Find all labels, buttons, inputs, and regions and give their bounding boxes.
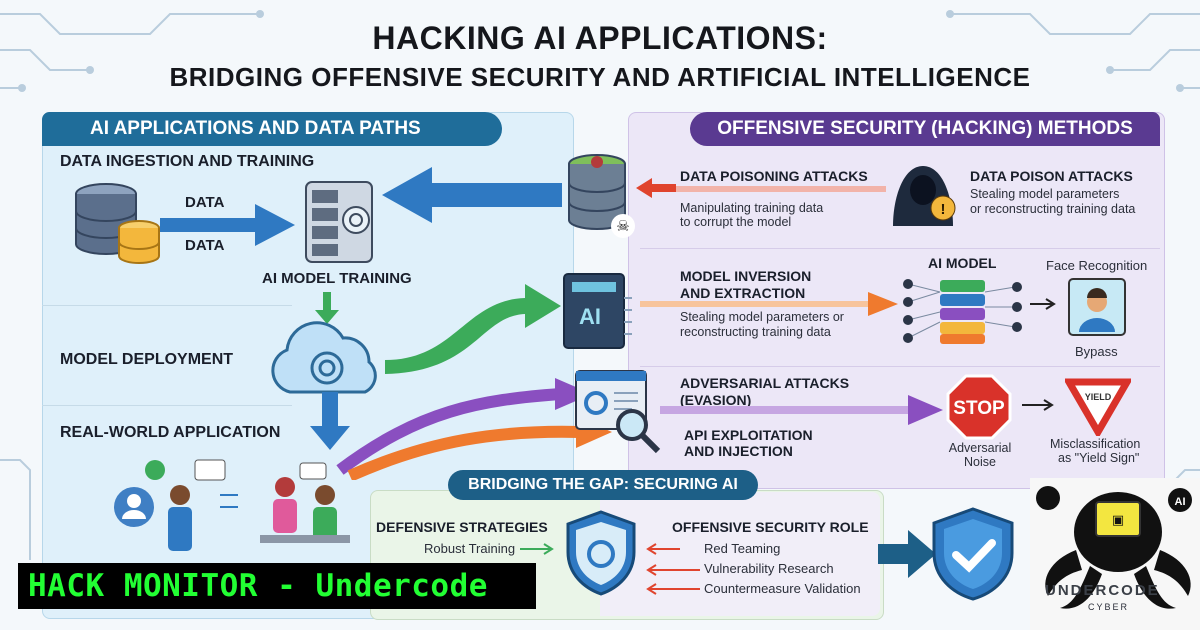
ai-model-label: AI MODEL (928, 255, 997, 271)
down-arrow-1 (315, 292, 339, 324)
inversion-arrow (640, 292, 898, 316)
offensive-arrow-1 (646, 543, 680, 555)
attack-curves (336, 378, 612, 480)
yield-sign-icon: YIELD (1065, 378, 1131, 436)
poisoned-database-icon: ☠ (568, 154, 635, 238)
offensive-item-1: Red Teaming (704, 541, 781, 556)
data-label-1: DATA (185, 194, 225, 211)
stop-sign-icon: STOP (946, 374, 1012, 440)
noise-label-2: Noise (964, 455, 996, 469)
deployment-label: MODEL DEPLOYMENT (60, 351, 234, 368)
misclassification-1: Misclassification (1050, 437, 1141, 451)
poison-return-arrow (382, 167, 562, 223)
poison-arrow-head (636, 178, 676, 198)
bottom-panel-header: BRIDGING THE GAP: SECURING AI (448, 470, 758, 500)
right-panel-header: OFFENSIVE SECURITY (HACKING) METHODS (690, 112, 1160, 146)
divider (640, 366, 1160, 367)
left-panel-header: AI APPLICATIONS AND DATA PATHS (42, 112, 502, 146)
hack-monitor-banner: HACK MONITOR - Undercode (18, 563, 536, 609)
shield-icon (566, 510, 636, 596)
undercode-logo-icon: ▣ AI (1030, 478, 1200, 630)
secure-shield-icon (932, 507, 1014, 601)
adversarial-title-2: (EVASION) (680, 392, 752, 408)
poison-side-desc-1: Stealing model parameters (970, 187, 1120, 201)
brand-name: UNDERCODE (1045, 582, 1160, 599)
data-label-2: DATA (185, 237, 225, 254)
defensive-item: Robust Training (424, 541, 516, 556)
bottom-panel-offensive (600, 492, 880, 616)
data-arrow (160, 204, 295, 246)
real-world-label: REAL-WORLD APPLICATION (60, 424, 281, 441)
divider (640, 248, 1160, 249)
page-title: HACKING AI APPLICATIONS: (372, 20, 828, 56)
adversarial-title-1: ADVERSARIAL ATTACKS (680, 375, 850, 391)
server-icon (305, 181, 373, 263)
training-label: AI MODEL TRAINING (262, 270, 412, 287)
code-inspect-icon (575, 370, 661, 454)
poison-side-desc-2: or reconstructing training data (970, 202, 1136, 216)
defensive-title: DEFENSIVE STRATEGIES (376, 519, 548, 535)
inversion-title-1: MODEL INVERSION (680, 268, 812, 284)
poisoning-title: DATA POISONING ATTACKS (680, 168, 868, 184)
poison-arrow-tail (676, 186, 886, 192)
divider (42, 305, 292, 306)
offensive-item-3: Countermeasure Validation (704, 581, 861, 596)
page-subtitle: BRIDGING OFFENSIVE SECURITY AND ARTIFICI… (169, 62, 1031, 92)
yield-arrow (1022, 399, 1054, 411)
poison-side-title: DATA POISON ATTACKS (970, 168, 1133, 184)
down-arrow-2 (310, 392, 350, 450)
database-icon (75, 183, 160, 264)
cloud-icon (271, 321, 377, 394)
inversion-desc-2: reconstructing training data (680, 325, 831, 339)
hacker-icon: ! (893, 166, 956, 226)
offensive-arrow-3 (646, 583, 700, 595)
inversion-desc-1: Stealing model parameters or (680, 310, 844, 324)
poisoning-desc-1: Manipulating training data (680, 201, 824, 215)
stop-text: STOP (953, 398, 1005, 419)
svg-text:▣: ▣ (1112, 512, 1124, 527)
face-recognition-icon (1068, 278, 1126, 336)
svg-text:☠: ☠ (616, 218, 629, 235)
api-title-1: API EXPLOITATION (684, 427, 813, 443)
poisoning-desc-2: to corrupt the model (680, 215, 792, 229)
svg-text:!: ! (941, 201, 946, 218)
svg-text:AI: AI (1175, 496, 1186, 508)
neural-network-icon (903, 279, 1022, 344)
noise-label-1: Adversarial (948, 441, 1012, 455)
offensive-arrow-2 (646, 564, 700, 576)
face-arrow (1030, 298, 1056, 310)
offensive-item-2: Vulnerability Research (704, 561, 834, 576)
ai-chip-icon: AI (563, 273, 632, 349)
secure-arrow (878, 530, 936, 578)
adversarial-arrow (660, 395, 943, 425)
offensive-title: OFFENSIVE SECURITY ROLE (672, 519, 869, 535)
deploy-to-model-arrow (385, 284, 561, 374)
defensive-arrow (520, 543, 554, 555)
ingestion-label: DATA INGESTION AND TRAINING (60, 153, 315, 170)
bypass-label: Bypass (1075, 344, 1118, 359)
people-illustration (114, 459, 350, 551)
divider (42, 405, 292, 406)
yield-text: YIELD (1085, 392, 1112, 402)
misclassification-2: as "Yield Sign" (1058, 451, 1140, 465)
api-title-2: AND INJECTION (684, 443, 793, 459)
ai-chip-label: AI (579, 304, 601, 329)
face-recognition-label: Face Recognition (1046, 258, 1148, 273)
banner-text: HACK MONITOR - Undercode (28, 568, 488, 604)
inversion-title-2: AND EXTRACTION (680, 285, 806, 301)
brand-sub: CYBER (1088, 602, 1130, 612)
